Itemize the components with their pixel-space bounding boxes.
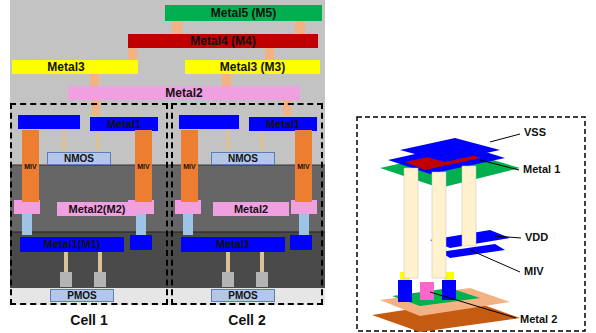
layer-label: Metal2(M2): [69, 204, 126, 215]
metal-layer: Metal1: [181, 237, 285, 252]
layer-label: Metal2: [165, 87, 202, 99]
callout-label: MIV: [524, 265, 544, 277]
metal-layer: Metal2: [213, 202, 289, 216]
layer-label: PMOS: [228, 291, 257, 301]
layer-label: Metal2: [234, 204, 268, 215]
metal-layer: Metal4 (M4): [128, 34, 318, 48]
layer-label: Metal3 (M3): [220, 61, 285, 73]
callout-label: Metal 2: [520, 313, 557, 325]
layer-label: Metal3: [47, 61, 84, 73]
layer-label: MIV: [137, 163, 149, 170]
miv-pillar: MIV: [22, 130, 39, 202]
metal-layer: Metal3: [12, 60, 120, 74]
cell-boundary: Cell 1Metal1NMOSMIVMIVMetal2(M2)Metal1(M…: [10, 103, 168, 305]
metal-layer: Metal1: [90, 117, 158, 131]
transistor-box: NMOS: [211, 152, 275, 165]
layer-label: MIV: [24, 163, 36, 170]
metal-layer: Metal5 (M5): [165, 5, 322, 21]
layer-label: Metal1: [266, 119, 300, 130]
cell-heading: Cell 1: [12, 313, 166, 327]
layer-label: PMOS: [67, 291, 96, 301]
metal-layer: Metal1(M1): [20, 237, 124, 252]
layer-label: Metal1(M1): [44, 239, 101, 250]
callout-label: VSS: [524, 126, 546, 138]
layer-label: Metal4 (M4): [190, 35, 255, 47]
layer-label: MIV: [183, 163, 195, 170]
miv-pillar: MIV: [181, 130, 198, 202]
metal-layer: Metal2(M2): [57, 202, 137, 216]
layer-label: Metal5 (M5): [211, 7, 276, 19]
cell-boundary: Cell 2Metal1NMOSMIVMIVMetal2Metal1PMOS: [171, 103, 323, 305]
transistor-box: PMOS: [211, 289, 275, 302]
layer-label: MIV: [297, 163, 309, 170]
layer-label: Metal1: [107, 119, 141, 130]
miv-pillar: MIV: [135, 130, 152, 202]
metal-layer: Metal1: [249, 117, 317, 131]
callout-label: VDD: [525, 231, 548, 243]
callout-label: Metal 1: [523, 163, 560, 175]
metal-layer: Metal2: [68, 86, 300, 100]
transistor-box: NMOS: [47, 152, 111, 165]
transistor-box: PMOS: [50, 289, 114, 302]
layer-label: Metal1: [216, 239, 250, 250]
miv-pillar: MIV: [295, 130, 312, 202]
layer-label: NMOS: [64, 154, 94, 164]
cell-heading: Cell 2: [173, 313, 321, 327]
layer-label: NMOS: [228, 154, 258, 164]
metal-layer: Metal3 (M3): [185, 60, 320, 74]
